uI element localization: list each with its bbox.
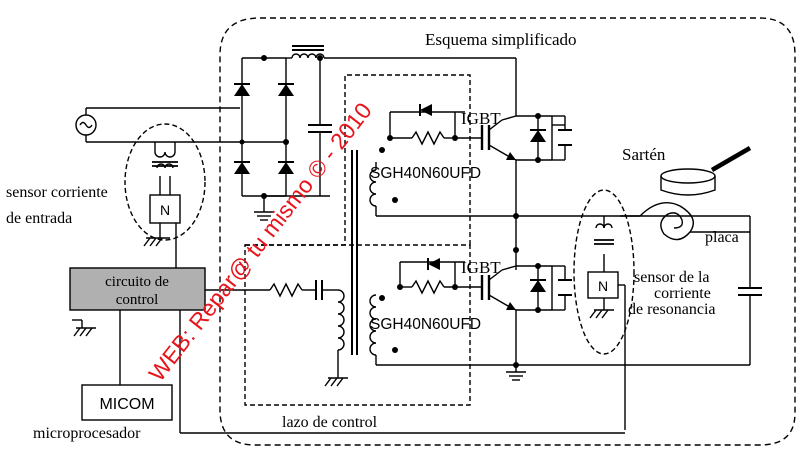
label-part-top: SGH40N60UFD bbox=[370, 165, 481, 182]
label-resonance-line3: de resonancia bbox=[628, 301, 716, 318]
label-pan: Sartén bbox=[622, 145, 666, 164]
resonant-capacitor bbox=[516, 216, 762, 366]
sensor-symbol-right: N bbox=[598, 278, 608, 294]
label-plate: placa bbox=[705, 229, 739, 246]
label-control-circuit-line2: control bbox=[116, 292, 159, 308]
junction-dots bbox=[239, 55, 541, 368]
input-current-sensor bbox=[124, 123, 206, 268]
label-part-bottom: SGH40N60UFD bbox=[370, 316, 481, 333]
label-sensor-input-line2: de entrada bbox=[6, 210, 72, 227]
label-igbt-top: IGBT bbox=[461, 109, 501, 128]
sensor-symbol-left: N bbox=[160, 202, 170, 218]
control-loop-inductor bbox=[337, 289, 345, 351]
label-resonance-line1: sensor de la bbox=[634, 269, 710, 286]
primary-winding-bottom bbox=[369, 294, 516, 366]
pan bbox=[660, 146, 752, 196]
label-micom: MICOM bbox=[99, 396, 154, 413]
resonance-sensor bbox=[573, 189, 635, 430]
micom-box bbox=[81, 384, 173, 421]
label-resonance-line2: corriente bbox=[654, 285, 711, 302]
primary-winding-top bbox=[369, 162, 750, 217]
ac-source bbox=[75, 107, 285, 143]
label-igbt-bottom: IGBT bbox=[461, 258, 501, 277]
filter-inductor bbox=[291, 45, 325, 59]
outer-boundary bbox=[219, 17, 796, 446]
diagram-title: Esquema simplificado bbox=[425, 30, 577, 49]
label-sensor-input-line1: sensor corriente bbox=[6, 184, 108, 201]
control-circuit-box bbox=[69, 267, 206, 311]
control-loop-resistor bbox=[269, 282, 303, 298]
rectifier-diodes bbox=[234, 84, 294, 174]
label-microprocessor: microprocesador bbox=[33, 425, 141, 442]
label-control-loop: lazo de control bbox=[282, 414, 378, 431]
watermark-text: WEB: Repar@ tu mismo © - 2010 bbox=[143, 98, 376, 386]
label-control-circuit-line1: circuito de bbox=[105, 274, 169, 290]
bus-capacitor bbox=[308, 124, 332, 133]
induction-coil bbox=[620, 202, 750, 241]
